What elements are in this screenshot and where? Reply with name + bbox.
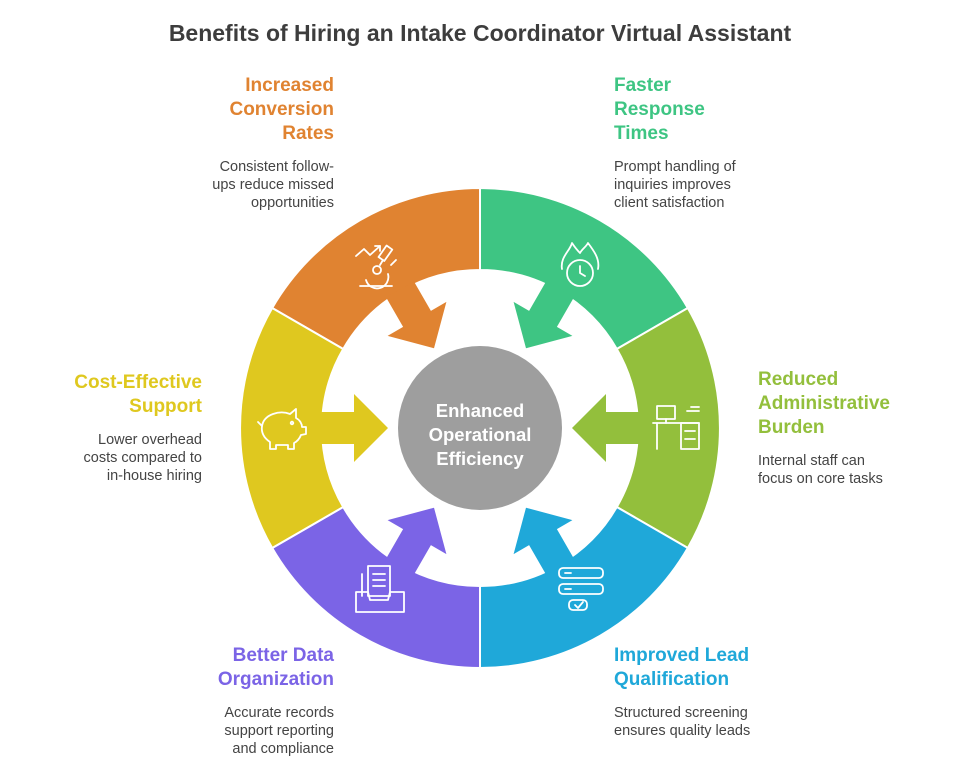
desc-line: inquiries improves (614, 177, 731, 193)
heading-line: Qualification (614, 669, 730, 690)
center-label-line: Enhanced (435, 400, 525, 421)
heading-line: Faster (614, 75, 672, 96)
center-label-line: Efficiency (436, 448, 524, 469)
chart-microscope-icon (355, 244, 397, 290)
fast-clock-icon (560, 242, 600, 287)
heading-line: Increased (245, 75, 334, 96)
heading-line: Reduced (758, 369, 839, 390)
desc-line: Lower overhead (98, 432, 202, 448)
desc-lead: Structured screening ensures quality lea… (614, 704, 750, 740)
desc-line: Consistent follow- (219, 159, 334, 175)
desc-line: opportunities (250, 195, 334, 211)
heading-line: Conversion (229, 99, 334, 120)
segment-arrow-lead (513, 507, 574, 575)
desc-admin: Internal staff can focus on core tasks (758, 452, 883, 488)
heading-line: Administrative (758, 393, 890, 414)
segment-arrow-cost (320, 394, 388, 462)
desc-line: Internal staff can (758, 453, 865, 469)
center-label-line: Operational (428, 424, 532, 445)
desc-response: Prompt handling of inquiries improves cl… (614, 158, 736, 212)
segment-arrow-admin (572, 394, 640, 462)
heading-line: Response (614, 99, 705, 120)
center-label: Enhanced Operational Efficiency (398, 353, 562, 517)
segment-ring-cost (239, 306, 345, 550)
heading-data: Better Data Organization (218, 644, 334, 692)
segment-admin (572, 306, 721, 550)
segment-cost (239, 306, 388, 550)
desc-line: focus on core tasks (758, 471, 883, 487)
heading-cost: Cost-Effective Support (74, 371, 202, 419)
desc-data: Accurate records support reporting and c… (224, 704, 334, 758)
desc-line: and compliance (232, 741, 334, 757)
desc-line: ups reduce missed (212, 177, 334, 193)
segment-arrow-response (513, 281, 574, 349)
heading-lead: Improved Lead Qualification (614, 644, 749, 692)
desc-line: costs compared to (83, 450, 202, 466)
heading-line: Cost-Effective (74, 372, 202, 393)
desc-line: Prompt handling of (614, 159, 736, 175)
segment-arrow-conversion (386, 281, 447, 349)
desc-line: Structured screening (614, 705, 748, 721)
heading-line: Rates (282, 123, 334, 144)
desc-line: ensures quality leads (614, 723, 751, 739)
piggy-bank-icon (257, 408, 307, 450)
desc-line: support reporting (224, 723, 334, 739)
desc-cost: Lower overhead costs compared to in-hous… (84, 431, 202, 485)
heading-line: Organization (217, 669, 334, 690)
diagram-title: Benefits of Hiring an Intake Coordinator… (168, 20, 792, 46)
desc-line: in-house hiring (106, 468, 202, 484)
heading-line: Burden (758, 417, 825, 438)
center-circle (398, 346, 562, 510)
heading-admin: Reduced Administrative Burden (758, 368, 890, 440)
desc-line: client satisfaction (614, 195, 725, 211)
heading-response: Faster Response Times (614, 74, 705, 146)
checklist-icon (558, 567, 604, 611)
heading-line: Support (129, 396, 202, 417)
heading-line: Times (614, 123, 669, 144)
segment-arrow-data (386, 507, 447, 575)
desc-line: Accurate records (224, 705, 334, 721)
desk-icon (652, 405, 700, 450)
heading-line: Improved Lead (614, 645, 750, 666)
document-tray-icon (355, 565, 405, 613)
heading-line: Better Data (232, 645, 334, 666)
heading-conversion: Increased Conversion Rates (229, 74, 334, 146)
desc-conversion: Consistent follow- ups reduce missed opp… (212, 158, 334, 212)
